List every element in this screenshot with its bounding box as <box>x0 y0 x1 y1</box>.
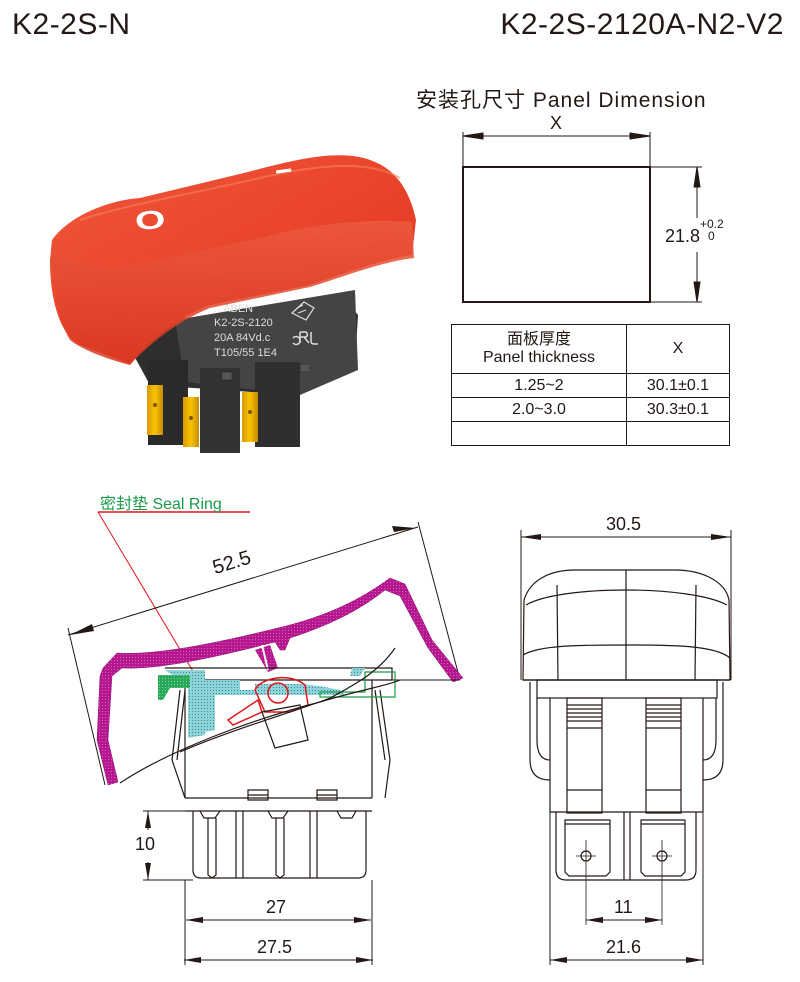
cell-x: 30.1±0.1 <box>626 373 730 398</box>
cell-x: 30.3±0.1 <box>626 397 730 422</box>
ul-mark-icon <box>292 331 318 346</box>
seal-ring-label: 密封垫 Seal Ring <box>100 496 222 513</box>
header-thickness: 面板厚度 Panel thickness <box>451 324 627 374</box>
panel-width-label: X <box>550 113 563 133</box>
dim-outer-width: 27.5 <box>257 937 293 957</box>
tolerance-upper: +0.2 <box>700 217 724 231</box>
series-code-title: K2-2S-N <box>12 8 131 41</box>
label-line-2: 20A 84Vd.c <box>214 332 271 344</box>
table-header-row: 面板厚度 Panel thickness X <box>451 324 730 374</box>
header-x: X <box>626 324 730 374</box>
header-thickness-en: Panel thickness <box>482 349 596 366</box>
panel-height-value: 21.8 <box>665 226 701 246</box>
cell-thickness: 2.0~3.0 <box>451 397 627 422</box>
label-line-3: T105/55 1E4 <box>214 347 277 359</box>
panel-height-tolerance: +0.2 0 <box>700 218 724 242</box>
cell-x <box>626 421 730 446</box>
cell-thickness <box>451 421 627 446</box>
tolerance-lower: 0 <box>708 229 715 243</box>
dim-terminal-height: 10 <box>135 834 156 854</box>
dim-front-body-width: 21.6 <box>606 937 642 957</box>
table-row: 2.0~3.0 30.3±0.1 <box>451 397 730 422</box>
label-line-1: K2-2S-2120 <box>214 317 273 329</box>
panel-dimension-title: 安装孔尺寸 Panel Dimension <box>416 89 707 112</box>
dim-terminal-pitch: 11 <box>614 897 633 917</box>
dim-top-width: 30.5 <box>606 514 642 534</box>
cap-symbol-off: O <box>133 203 167 237</box>
switch-photo: ...ABEN K2-2S-2120 20A 84Vd.c T105/55 1E… <box>50 155 416 453</box>
terminal-icon <box>147 385 258 447</box>
panel-cutout-drawing <box>462 132 702 303</box>
label-line-0: ...ABEN <box>214 303 253 315</box>
panel-thickness-table: 面板厚度 Panel thickness X 1.25~2 30.1±0.1 2… <box>451 324 730 446</box>
enec-mark-icon <box>290 301 315 321</box>
table-row: 1.25~2 30.1±0.1 <box>451 373 730 398</box>
dim-body-width: 27 <box>266 897 287 917</box>
cell-thickness: 1.25~2 <box>451 373 627 398</box>
front-view-drawing <box>520 530 732 965</box>
model-code-title: K2-2S-2120A-N2-V2 <box>500 8 784 41</box>
table-row <box>451 421 730 446</box>
header-thickness-cn: 面板厚度 <box>506 331 571 348</box>
side-section-drawing <box>67 511 464 965</box>
